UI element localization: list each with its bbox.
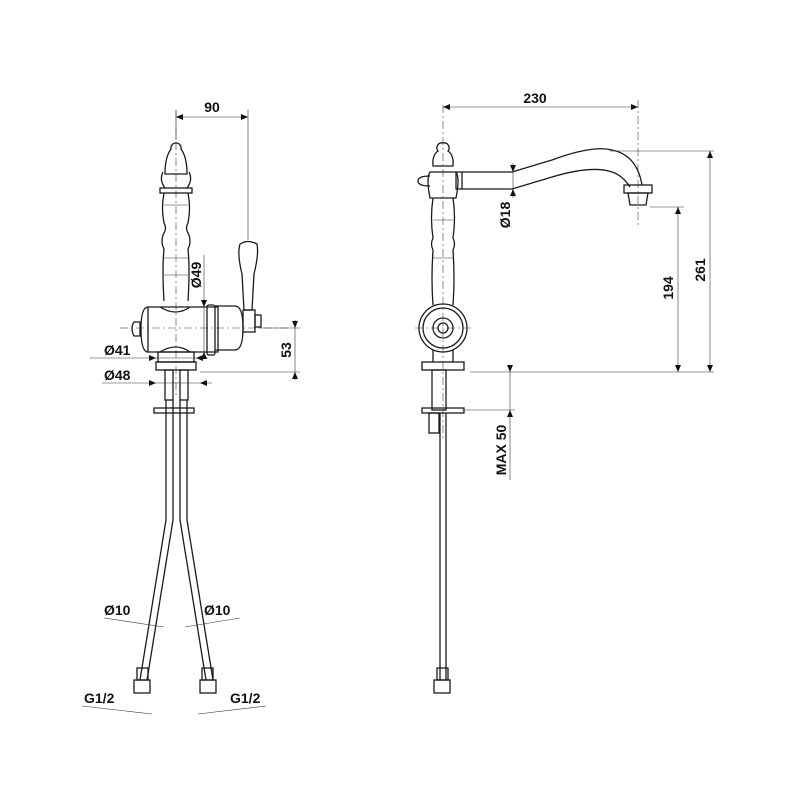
dim-clearance-194: 194 bbox=[660, 276, 676, 300]
dim-width-90: 90 bbox=[204, 99, 220, 115]
dim-spout-dia-18: Ø18 bbox=[497, 202, 513, 229]
dim-height-261: 261 bbox=[692, 258, 708, 282]
dim-dia-41: Ø41 bbox=[104, 342, 131, 358]
dim-max-50: MAX 50 bbox=[493, 425, 509, 476]
side-view: 230 Ø18 194 261 MAX 50 bbox=[415, 90, 714, 694]
front-view: 90 Ø49 Ø41 Ø48 53 Ø10 Ø10 G1/2 G1/2 bbox=[81, 99, 300, 715]
dim-height-53: 53 bbox=[278, 342, 294, 358]
dim-reach-230: 230 bbox=[523, 90, 547, 106]
dim-thread-left: G1/2 bbox=[84, 690, 115, 706]
dim-thread-right: G1/2 bbox=[230, 690, 261, 706]
dim-hose-left-dia: Ø10 bbox=[104, 602, 131, 618]
dim-hose-right-dia: Ø10 bbox=[204, 602, 231, 618]
dim-dia-48: Ø48 bbox=[104, 367, 131, 383]
dim-dia-49: Ø49 bbox=[188, 262, 204, 289]
